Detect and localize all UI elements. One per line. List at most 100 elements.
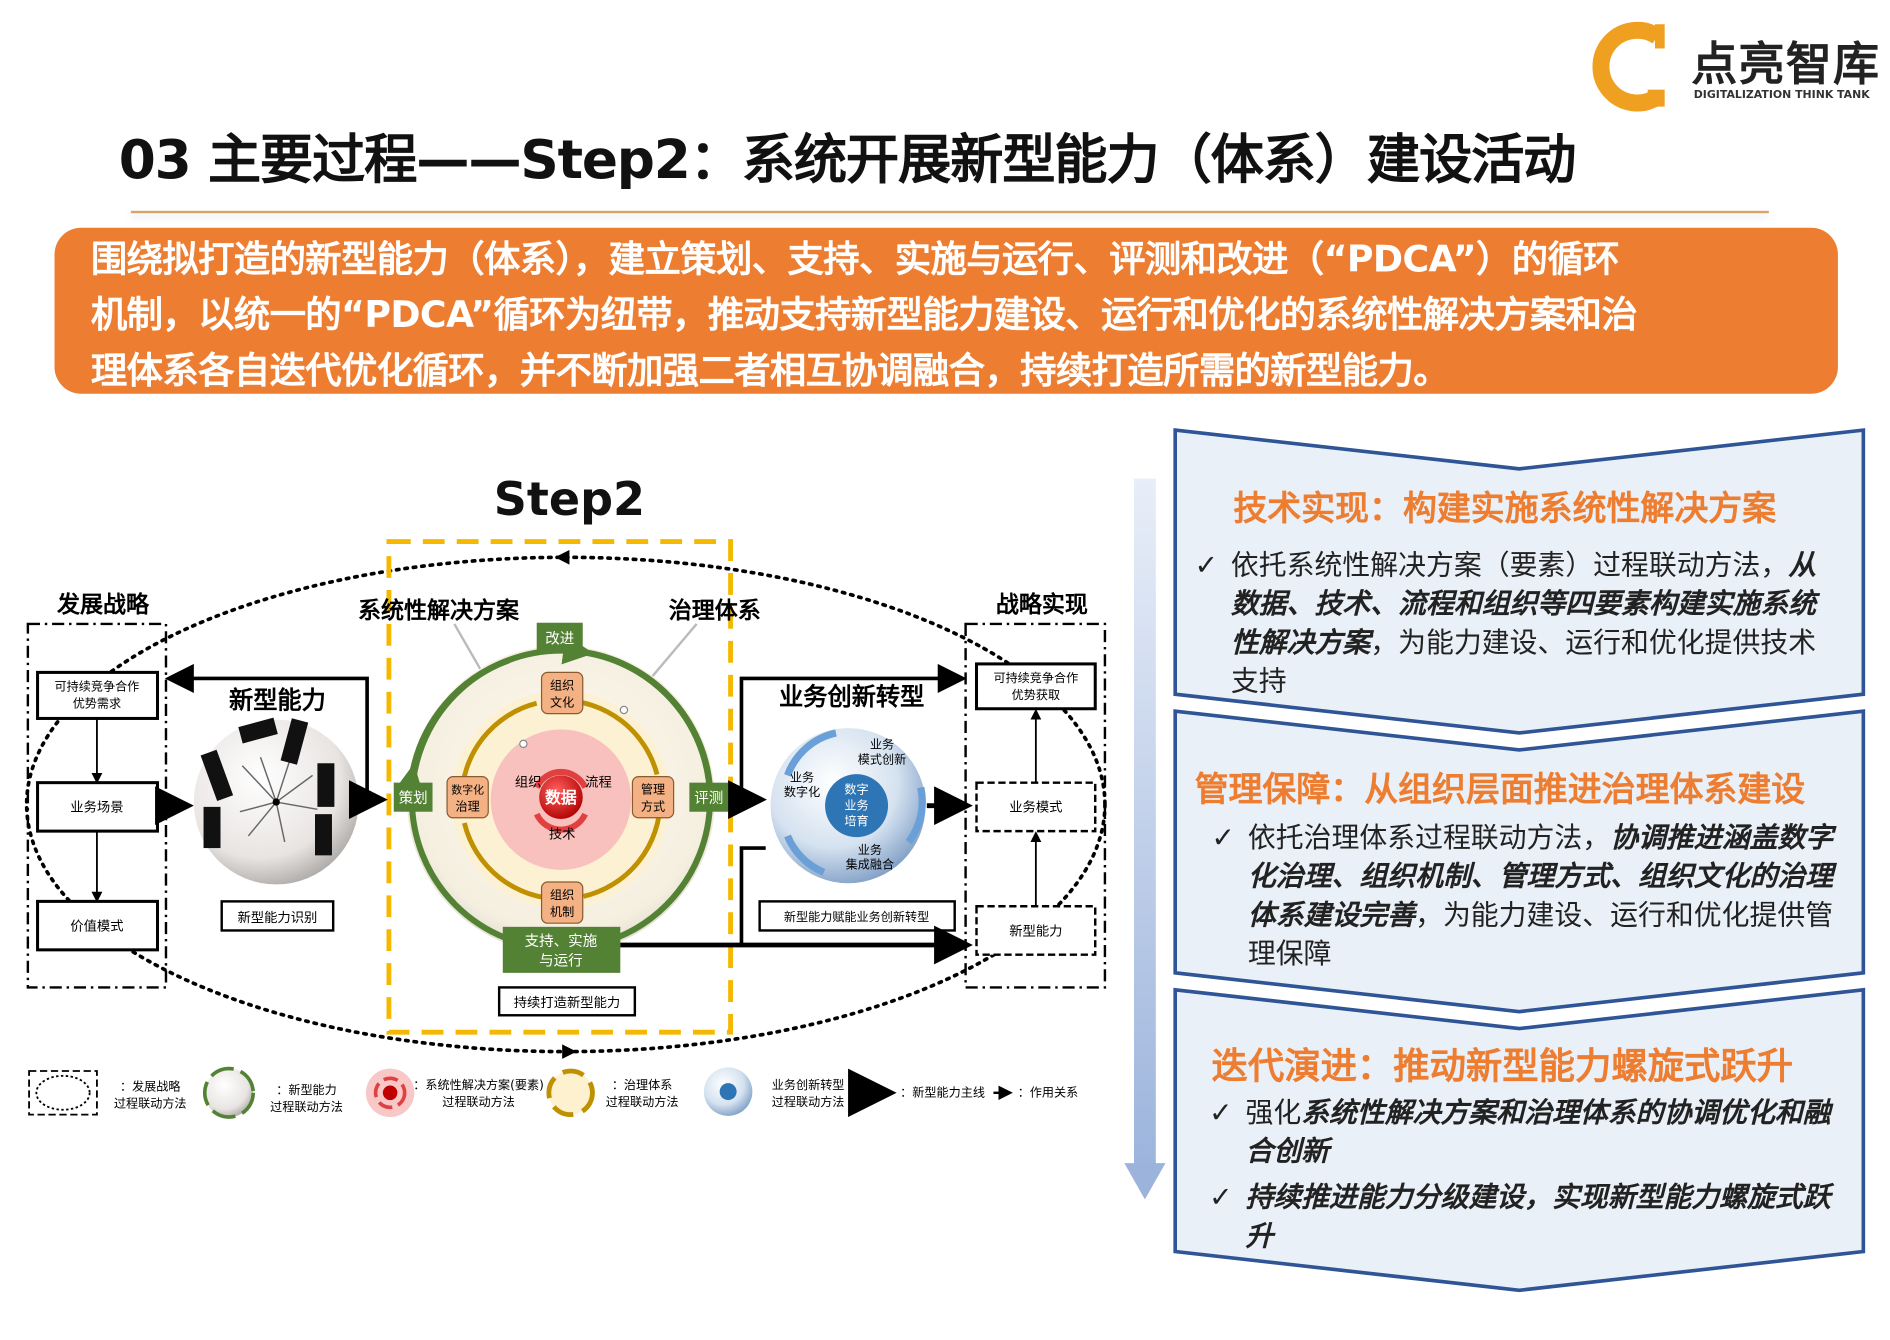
svg-text:业务模式: 业务模式 xyxy=(1009,800,1062,816)
business-model-innovation-label: 业务 xyxy=(870,737,894,752)
elements-cycle-arrows-icon xyxy=(533,768,588,833)
svg-text:价值模式: 价值模式 xyxy=(70,918,123,934)
svg-text:优势获取: 优势获取 xyxy=(1012,688,1060,702)
element-process: 流程 xyxy=(585,774,612,790)
summary-line: 理体系各自迭代优化循环，并不断加强二者相互协调融合，持续打造所需的新型能力。 xyxy=(90,350,1450,393)
business-integration-label: 业务 xyxy=(858,842,882,857)
svg-text:数字: 数字 xyxy=(844,782,868,797)
svg-text:过程联动方法: 过程联动方法 xyxy=(442,1094,515,1109)
panel-body: ✓依托治理体系过程联动方法，协调推进涵盖数字化治理、组织机制、管理方式、组织文化… xyxy=(1212,819,1842,974)
svg-text:：新型能力: ：新型能力 xyxy=(276,1082,337,1097)
svg-text:：系统性解决方案(要素): ：系统性解决方案(要素) xyxy=(413,1077,544,1092)
panel-technical-implementation: 技术实现：构建实施系统性解决方案 ✓依托系统性解决方案（要素）过程联动方法，从数… xyxy=(1173,428,1866,736)
new-capability-box: 新型能力 xyxy=(975,905,1097,956)
svg-text:治理: 治理 xyxy=(456,800,480,814)
svg-text:过程联动方法: 过程联动方法 xyxy=(270,1099,343,1114)
element-data: 数据 xyxy=(545,788,577,807)
arrowhead-icon xyxy=(554,550,570,565)
svg-text:过程联动方法: 过程联动方法 xyxy=(114,1095,187,1110)
element-organization: 组织 xyxy=(515,774,542,790)
svg-text:新型能力识别: 新型能力识别 xyxy=(237,910,317,926)
svg-text:支持、实施: 支持、实施 xyxy=(525,933,598,950)
legend: ：发展战略 过程联动方法 ：新型能力 过程联动方法 ：系统性解决方案(要素) 过… xyxy=(28,1066,1079,1119)
logo-mark-icon xyxy=(1592,21,1665,112)
flow-down-arrow-icon xyxy=(1124,478,1166,1200)
svg-text:业务: 业务 xyxy=(844,797,868,812)
data-core xyxy=(539,775,583,820)
logo-name: 点亮智库 xyxy=(1691,37,1881,91)
svg-text:：发展战略: ：发展战略 xyxy=(120,1078,181,1093)
value-model-box: 价值模式 xyxy=(36,899,160,952)
legend-relation: ：作用关系 xyxy=(993,1085,1079,1101)
legend-mainline: ：新型能力主线 xyxy=(848,1068,985,1118)
svg-text:：作用关系: ：作用关系 xyxy=(1018,1085,1079,1099)
summary-line: 机制，以统一的“PDCA”循环为纽带，推动支持新型能力建设、运行和优化的系统性解… xyxy=(90,294,1638,337)
bullet-item: ✓依托系统性解决方案（要素）过程联动方法，从数据、技术、流程和组织等四要素构建实… xyxy=(1195,546,1843,701)
strategy-realization-label: 战略实现 xyxy=(996,591,1088,618)
svg-text:可持续竞争合作: 可持续竞争合作 xyxy=(55,679,140,694)
legend-capability: ：新型能力 过程联动方法 xyxy=(202,1066,343,1119)
svg-text:策划: 策划 xyxy=(399,790,428,807)
logo-tagline: DIGITALIZATION THINK TANK xyxy=(1693,89,1870,102)
competitive-advantage-box: 可持续竞争合作 优势获取 xyxy=(974,662,1097,711)
org-culture-box: 组织文化 xyxy=(540,671,584,715)
svg-text:评测: 评测 xyxy=(694,790,723,807)
org-mechanism-box: 组织机制 xyxy=(540,881,584,924)
summary-box: 围绕拟打造的新型能力（体系），建立策划、支持、实施与运行、评测和改进（“PDCA… xyxy=(54,227,1838,394)
management-mode-box: 管理方式 xyxy=(631,775,675,819)
panel-title: 管理保障：从组织层面推进治理体系建设 xyxy=(1194,769,1806,810)
panel-body: ✓依托系统性解决方案（要素）过程联动方法，从数据、技术、流程和组织等四要素构建实… xyxy=(1195,546,1843,701)
check-icon: ✓ xyxy=(1209,1097,1233,1130)
new-capability-label: 新型能力 xyxy=(229,687,326,715)
panel-iterative-evolution: 迭代演进：推动新型能力螺旋式跃升 ✓强化系统性解决方案和治理体系的协调优化和融合… xyxy=(1173,987,1866,1293)
panel-title: 技术实现：构建实施系统性解决方案 xyxy=(1233,488,1777,529)
bullet-item: ✓强化系统性解决方案和治理体系的协调优化和融合创新 xyxy=(1209,1094,1845,1172)
svg-text:可持续竞争合作: 可持续竞争合作 xyxy=(993,670,1078,685)
svg-text:组织: 组织 xyxy=(550,678,574,692)
svg-text:持续打造新型能力: 持续打造新型能力 xyxy=(514,994,621,1011)
bullet-item: ✓持续推进能力分级建设，实现新型能力螺旋式跃升 xyxy=(1209,1179,1845,1257)
legend-business-transformation: 业务创新转型 过程联动方法 xyxy=(703,1067,845,1116)
logo: 点亮智库 DIGITALIZATION THINK TANK xyxy=(1585,21,1888,112)
summary-line: 围绕拟打造的新型能力（体系），建立策划、支持、实施与运行、评测和改进（“PDCA… xyxy=(90,238,1620,282)
page-title: 03 主要过程——Step2：系统开展新型能力（体系）建设活动 xyxy=(118,129,1577,192)
capability-rays-icon xyxy=(239,756,318,843)
legend-development-strategy: ：发展战略 过程联动方法 xyxy=(28,1070,187,1116)
governance-system-label: 治理体系 xyxy=(669,597,761,624)
svg-text:过程联动方法: 过程联动方法 xyxy=(606,1094,679,1109)
svg-text:管理: 管理 xyxy=(641,782,665,797)
pdca-plan-box: 策划 xyxy=(393,782,433,812)
svg-text:数字化: 数字化 xyxy=(451,783,484,797)
check-icon: ✓ xyxy=(1209,1182,1233,1214)
competitive-demand-box: 可持续竞争合作 优势需求 xyxy=(36,670,160,720)
systematic-solution-label: 系统性解决方案 xyxy=(358,597,520,624)
svg-text:新型能力: 新型能力 xyxy=(1009,923,1062,939)
business-model-box: 业务模式 xyxy=(975,781,1097,833)
panel-management-assurance: 管理保障：从组织层面推进治理体系建设 ✓依托治理体系过程联动方法，协调推进涵盖数… xyxy=(1173,709,1866,1014)
pdca-check-box: 评测 xyxy=(689,782,730,812)
pdca-act-box: 改进 xyxy=(536,622,583,652)
svg-text:：新型能力主线: ：新型能力主线 xyxy=(900,1084,985,1099)
title-divider xyxy=(130,210,1769,214)
svg-text:培育: 培育 xyxy=(844,813,868,828)
panel-body: ✓强化系统性解决方案和治理体系的协调优化和融合创新 ✓持续推进能力分级建设，实现… xyxy=(1209,1094,1845,1256)
digital-business-core xyxy=(825,774,889,838)
svg-text:方式: 方式 xyxy=(641,799,665,814)
capability-empowerment-box: 新型能力赋能业务创新转型 xyxy=(758,900,956,932)
capability-blocks xyxy=(200,717,335,856)
capability-identification-box: 新型能力识别 xyxy=(220,900,335,932)
business-digitalization-label: 业务 xyxy=(790,769,814,784)
svg-text:改进: 改进 xyxy=(545,630,574,647)
capability-mainline-arrows xyxy=(155,663,973,965)
continuous-capability-box: 持续打造新型能力 xyxy=(497,986,637,1017)
svg-text:优势需求: 优势需求 xyxy=(73,697,121,711)
svg-text:业务创新转型: 业务创新转型 xyxy=(772,1077,845,1092)
svg-text:业务场景: 业务场景 xyxy=(70,800,123,816)
svg-text:数字化: 数字化 xyxy=(784,784,820,799)
arrowhead-icon xyxy=(562,1044,577,1059)
pdca-do-box: 支持、实施与运行 xyxy=(502,926,621,973)
svg-text:模式创新: 模式创新 xyxy=(858,751,906,766)
business-scenario-box: 业务场景 xyxy=(36,781,160,833)
step2-diagram: Step2 发展战略 可持续竞争合作 优势需求 业务场景 价值模式 新型能力 xyxy=(24,472,1107,1119)
